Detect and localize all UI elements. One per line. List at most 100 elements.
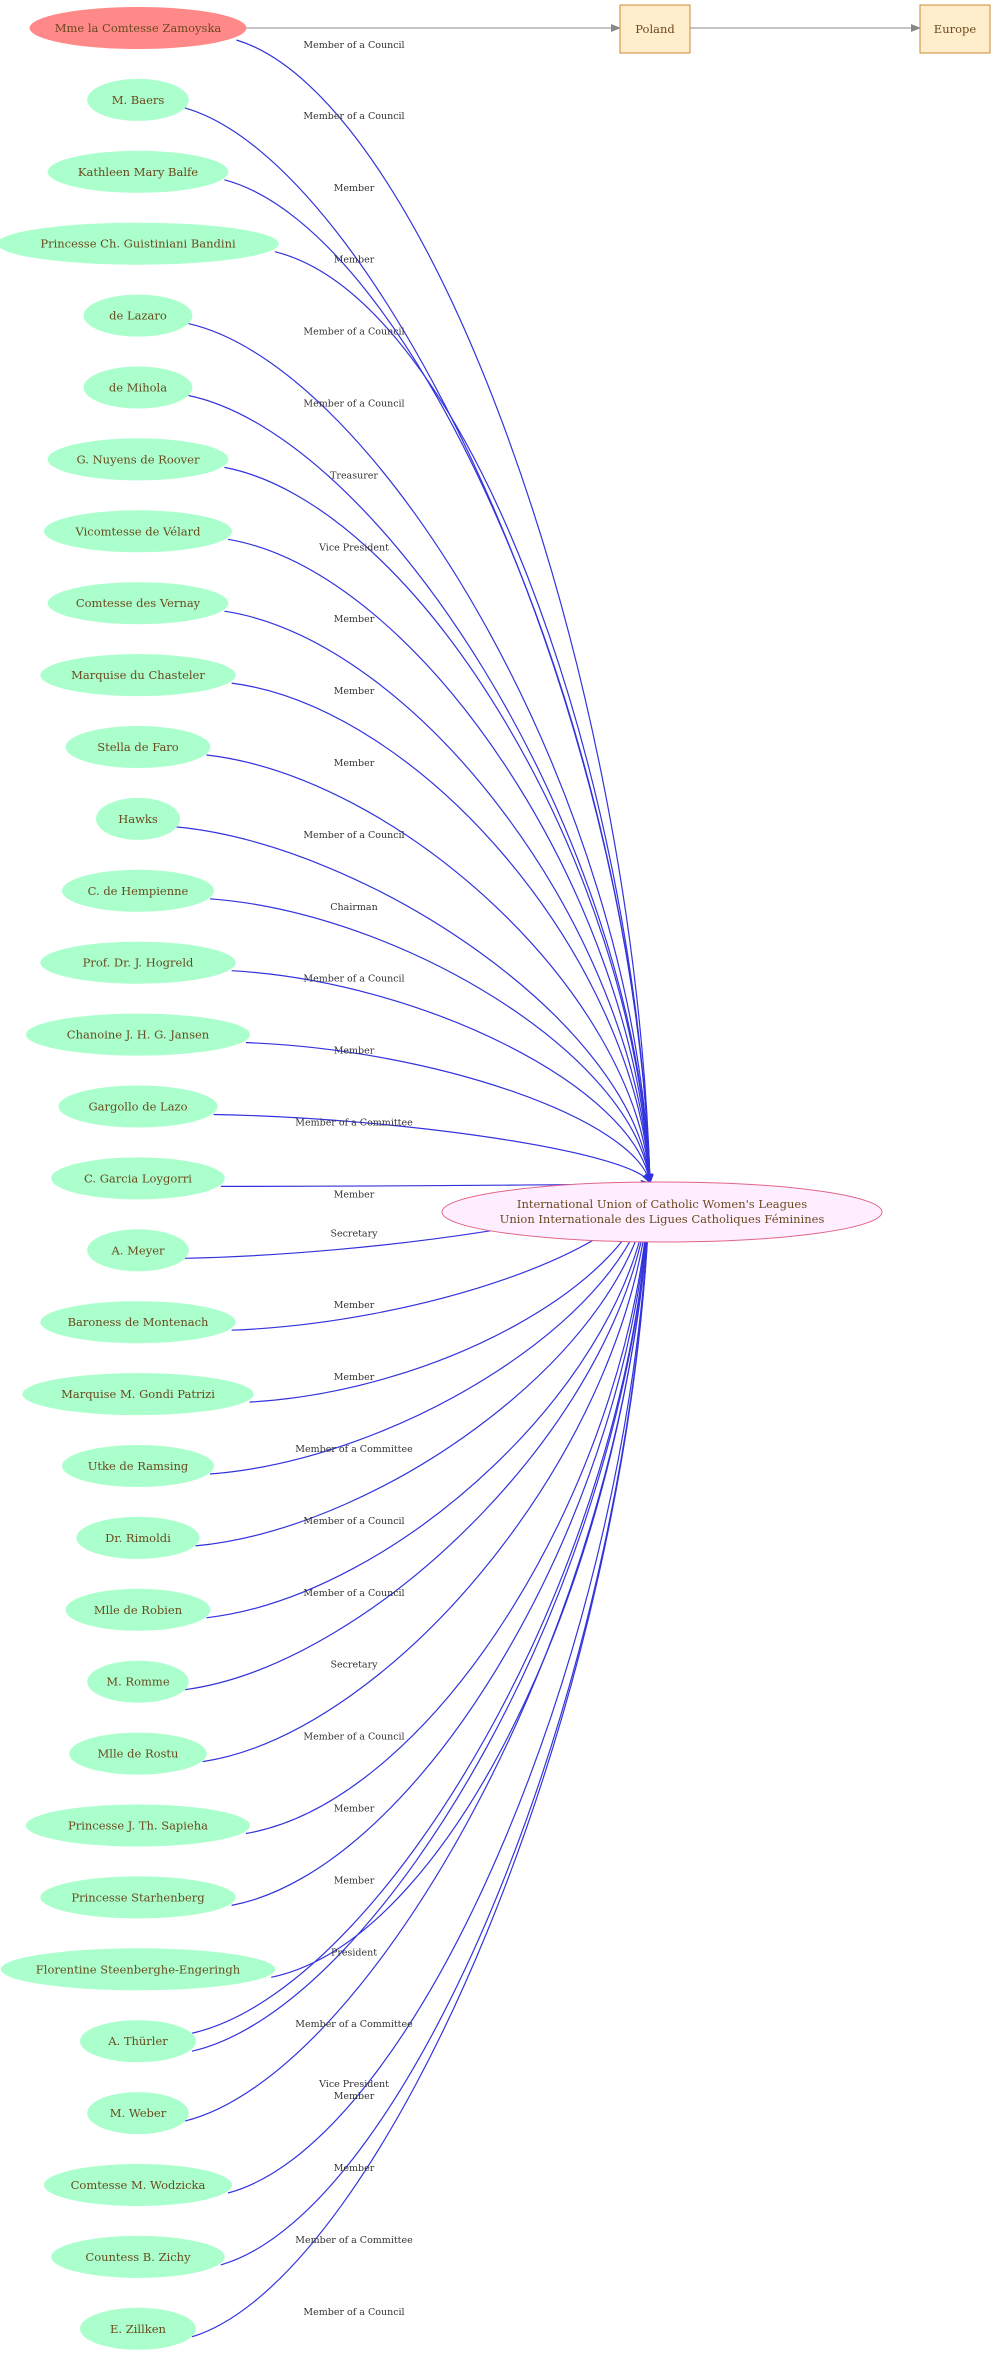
edge-role-label: Treasurer bbox=[330, 470, 378, 481]
person-node-florentine-steenberghe-engeringh[interactable]: Florentine Steenberghe-Engeringh bbox=[0, 1948, 276, 1991]
edge-role-label: Secretary bbox=[330, 1228, 378, 1239]
organization-name-line2: Union Internationale des Ligues Catholiq… bbox=[500, 1212, 825, 1226]
person-node-g-nuyens-de-roover[interactable]: G. Nuyens de Roover bbox=[47, 438, 229, 481]
person-node-comtesse-des-vernay[interactable]: Comtesse des Vernay bbox=[47, 582, 229, 625]
person-node-comtesse-m-wodzicka[interactable]: Comtesse M. Wodzicka bbox=[44, 2164, 232, 2206]
membership-edge-11 bbox=[175, 826, 654, 1184]
person-ellipse bbox=[87, 78, 189, 121]
person-node-princesse-j-th-sapieha[interactable]: Princesse J. Th. Sapieha bbox=[26, 1804, 250, 1847]
edge-role-label: Member bbox=[334, 758, 375, 769]
person-ellipse bbox=[26, 1013, 250, 1056]
person-ellipse bbox=[40, 1301, 236, 1344]
person-ellipse bbox=[65, 726, 211, 768]
person-node-c-de-hempienne[interactable]: C. de Hempienne bbox=[62, 869, 214, 912]
person-name: G. Nuyens de Roover bbox=[77, 452, 200, 466]
membership-edge-14 bbox=[245, 1042, 652, 1184]
person-node-marquise-m-gondi-patrizi[interactable]: Marquise M. Gondi Patrizi bbox=[22, 1373, 254, 1416]
person-node-e-zillken[interactable]: E. Zillken bbox=[80, 2307, 196, 2350]
person-ellipse bbox=[87, 2092, 189, 2135]
membership-edge-5 bbox=[188, 394, 654, 1184]
place-box bbox=[619, 4, 691, 54]
person-ellipse bbox=[0, 1948, 276, 1991]
person-name: Mlle de Rostu bbox=[98, 1747, 179, 1761]
person-ellipse bbox=[51, 1157, 225, 1200]
membership-edge-9 bbox=[231, 682, 654, 1184]
organization-ellipse bbox=[441, 1181, 883, 1243]
person-node-marquise-du-chasteler[interactable]: Marquise du Chasteler bbox=[40, 654, 236, 697]
place-box bbox=[919, 4, 991, 54]
membership-edge-21 bbox=[195, 1182, 654, 1547]
person-node-princesse-ch-guistiniani-bandini[interactable]: Princesse Ch. Guistiniani Bandini bbox=[0, 222, 279, 265]
person-ellipse bbox=[83, 366, 193, 409]
person-ellipse bbox=[40, 941, 236, 984]
person-node-stella-de-faro[interactable]: Stella de Faro bbox=[65, 726, 211, 768]
person-name: Comtesse M. Wodzicka bbox=[71, 2178, 206, 2192]
edge-role-label: Member of a Council bbox=[303, 1516, 404, 1527]
person-node-hawks[interactable]: Hawks bbox=[96, 797, 180, 840]
person-ellipse bbox=[29, 7, 247, 49]
person-name: Chanoine J. H. G. Jansen bbox=[67, 1028, 210, 1042]
person-node-prof-dr-j-hogreld[interactable]: Prof. Dr. J. Hogreld bbox=[40, 941, 236, 984]
person-node-kathleen-mary-balfe[interactable]: Kathleen Mary Balfe bbox=[47, 150, 229, 193]
organization-node[interactable]: International Union of Catholic Women's … bbox=[441, 1181, 883, 1243]
person-name: Vicomtesse de Vélard bbox=[74, 524, 201, 538]
person-node-dr-rimoldi[interactable]: Dr. Rimoldi bbox=[76, 1516, 200, 1559]
person-name: Marquise du Chasteler bbox=[71, 668, 205, 682]
person-node-mlle-de-robien[interactable]: Mlle de Robien bbox=[65, 1588, 211, 1631]
person-ellipse bbox=[47, 150, 229, 193]
person-name: Princesse Ch. Guistiniani Bandini bbox=[40, 237, 236, 251]
person-name: Countess B. Zichy bbox=[85, 2250, 191, 2264]
person-name: A. Meyer bbox=[111, 1243, 165, 1257]
person-ellipse bbox=[40, 654, 236, 697]
person-node-gargollo-de-lazo[interactable]: Gargollo de Lazo bbox=[58, 1085, 218, 1128]
edge-role-label: Member of a Committee bbox=[295, 1118, 413, 1129]
person-node-princesse-starhenberg[interactable]: Princesse Starhenberg bbox=[40, 1876, 236, 1919]
person-node-m-romme[interactable]: M. Romme bbox=[87, 1660, 189, 1703]
edge-role-label: Member bbox=[334, 1300, 375, 1311]
person-node-chanoine-j-h-g-jansen[interactable]: Chanoine J. H. G. Jansen bbox=[26, 1013, 250, 1056]
person-node-c-garcia-loygorri[interactable]: C. Garcia Loygorri bbox=[51, 1157, 225, 1200]
person-node-m-baers[interactable]: M. Baers bbox=[87, 78, 189, 121]
person-node-de-mihola[interactable]: de Mihola bbox=[83, 366, 193, 409]
membership-edge-23 bbox=[184, 1182, 654, 1691]
person-name: M. Baers bbox=[112, 93, 165, 107]
place-node-europe[interactable]: Europe bbox=[919, 4, 991, 54]
edge-role-label: Member of a Council bbox=[303, 399, 404, 410]
person-node-vicomtesse-de-velard[interactable]: Vicomtesse de Vélard bbox=[44, 510, 232, 553]
membership-edge-13 bbox=[231, 970, 653, 1184]
person-node-a-meyer[interactable]: A. Meyer bbox=[87, 1229, 189, 1272]
person-ellipse bbox=[76, 1516, 200, 1559]
person-name: Hawks bbox=[118, 812, 158, 826]
edge-role-label: Member bbox=[334, 1804, 375, 1815]
membership-edge-22 bbox=[206, 1182, 654, 1619]
place-node-poland[interactable]: Poland bbox=[619, 4, 691, 54]
edge-role-label: Member of a Council bbox=[303, 974, 404, 985]
person-name: C. Garcia Loygorri bbox=[84, 1171, 192, 1185]
edge-role-label: Member of a Council bbox=[303, 1588, 404, 1599]
membership-edge-26 bbox=[231, 1182, 654, 1906]
person-node-countess-b-zichy[interactable]: Countess B. Zichy bbox=[51, 2235, 225, 2278]
person-ellipse bbox=[47, 438, 229, 481]
membership-edge-28-b bbox=[191, 1182, 654, 2052]
person-node-m-weber[interactable]: M. Weber bbox=[87, 2092, 189, 2135]
person-node-mme-la-comtesse-zamoyska[interactable]: Mme la Comtesse Zamoyska bbox=[29, 7, 247, 49]
person-name: de Lazaro bbox=[109, 309, 167, 323]
edge-role-label: Member of a Council bbox=[303, 111, 404, 122]
person-name: Prof. Dr. J. Hogreld bbox=[83, 956, 194, 970]
person-ellipse bbox=[58, 1085, 218, 1128]
person-ellipse bbox=[44, 510, 232, 553]
edge-role-label: Member of a Council bbox=[303, 830, 404, 841]
person-name: Marquise M. Gondi Patrizi bbox=[61, 1387, 215, 1401]
membership-edge-15 bbox=[213, 1113, 651, 1184]
person-node-baroness-de-montenach[interactable]: Baroness de Montenach bbox=[40, 1301, 236, 1344]
membership-edge-1 bbox=[184, 107, 654, 1184]
nodes-layer: International Union of Catholic Women's … bbox=[0, 4, 991, 2350]
person-node-a-thurler[interactable]: A. Thürler bbox=[80, 2020, 196, 2063]
edge-role-label: Member bbox=[334, 686, 375, 697]
person-node-de-lazaro[interactable]: de Lazaro bbox=[83, 294, 193, 337]
person-node-utke-de-ramsing[interactable]: Utke de Ramsing bbox=[62, 1445, 214, 1487]
person-name: Kathleen Mary Balfe bbox=[78, 165, 198, 179]
person-node-mlle-de-rostu[interactable]: Mlle de Rostu bbox=[69, 1732, 207, 1775]
membership-edge-6 bbox=[224, 466, 654, 1184]
